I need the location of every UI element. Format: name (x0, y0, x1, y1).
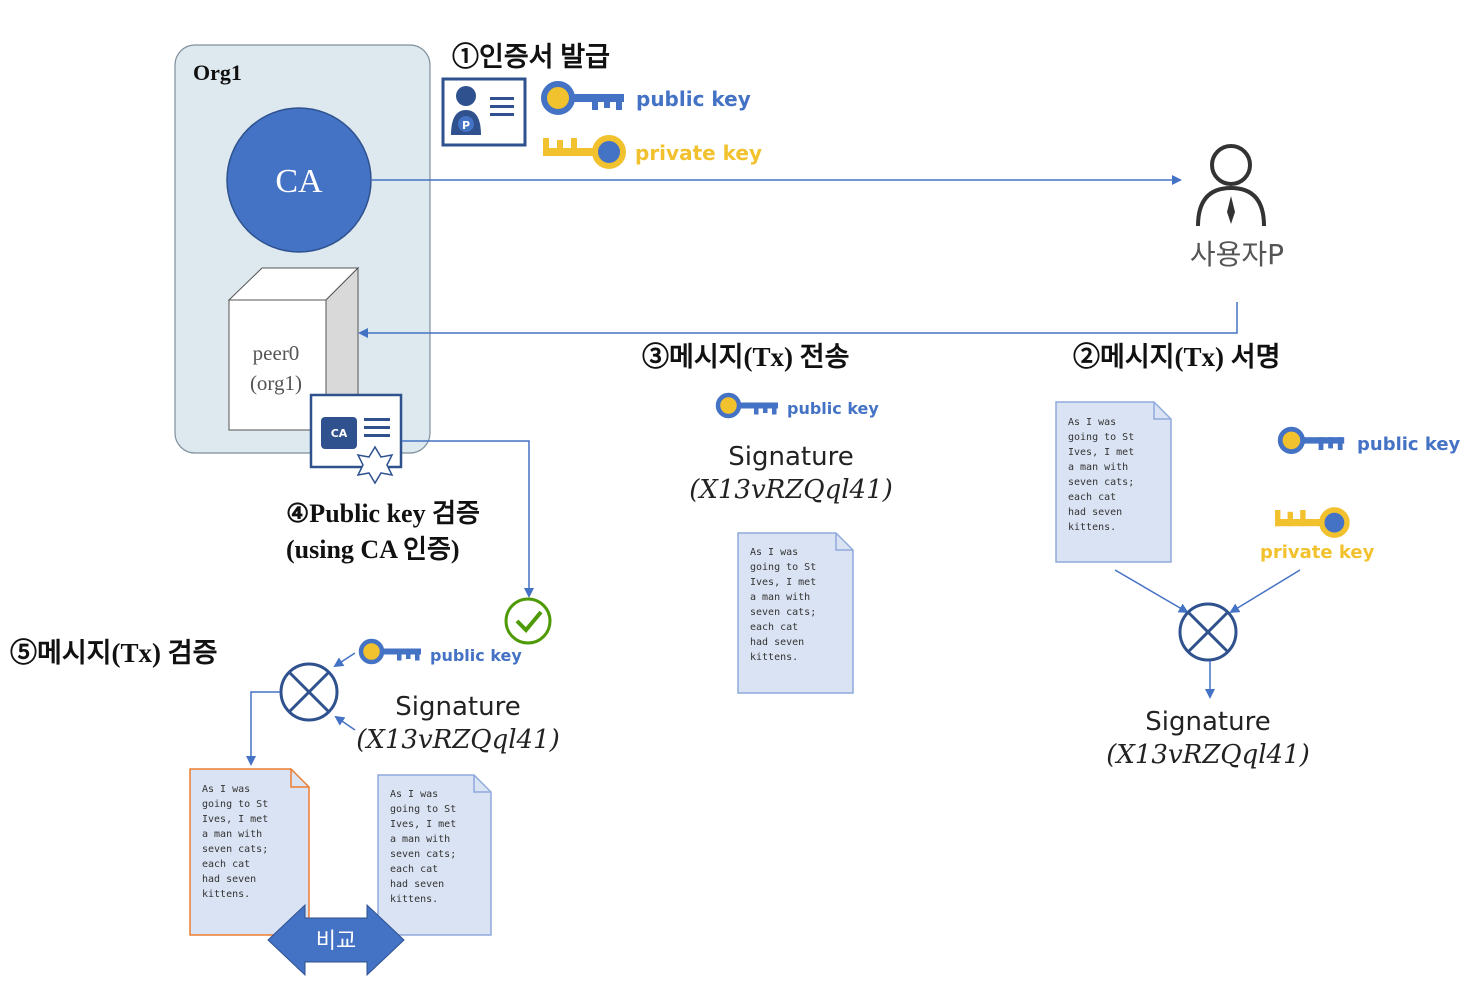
step4-title-line2: (using CA 인증) (286, 535, 460, 564)
step5-document-orange (189, 768, 310, 936)
svg-text:seven cats;: seven cats; (202, 844, 268, 855)
svg-text:a man with: a man with (750, 592, 810, 603)
svg-text:had seven: had seven (750, 637, 804, 648)
svg-text:seven cats;: seven cats; (1068, 477, 1134, 488)
svg-text:had seven: had seven (390, 879, 444, 890)
user-icon (1196, 144, 1266, 227)
svg-text:As I was: As I was (1068, 417, 1116, 428)
public-key-icon-step5 (361, 641, 421, 662)
step2-document-text: As I was going to St Ives, I met a man w… (1068, 417, 1134, 533)
step2-doc-arrow (1114, 569, 1189, 614)
step1-title: ①인증서 발급 (452, 41, 610, 72)
step2-private-key-label: private key (1260, 542, 1375, 563)
id-card-icon: P (441, 77, 527, 147)
svg-text:going to St: going to St (750, 562, 816, 573)
svg-text:going to St: going to St (1068, 432, 1134, 443)
svg-text:kittens.: kittens. (1068, 522, 1116, 533)
ca-node (226, 107, 372, 253)
double-arrow-icon (267, 903, 405, 977)
public-key-icon-step2 (1280, 429, 1344, 451)
step5-key-arrow (333, 652, 356, 668)
svg-text:had seven: had seven (1068, 507, 1122, 518)
svg-text:each cat: each cat (1068, 492, 1116, 503)
svg-text:Ives, I met: Ives, I met (1068, 447, 1134, 458)
step5-public-key-label: public key (430, 646, 522, 665)
step2-public-key-label: public key (1357, 434, 1461, 455)
step5-document-orange-text: As I was going to St Ives, I met a man w… (202, 784, 268, 900)
step3-document-text: As I was going to St Ives, I met a man w… (750, 547, 816, 663)
step5-document-blue-text: As I was going to St Ives, I met a man w… (390, 789, 456, 905)
step2-title: ②메시지(Tx) 서명 (1073, 341, 1280, 372)
step3-signature-label: Signature (728, 442, 853, 472)
svg-text:Ives, I met: Ives, I met (750, 577, 816, 588)
public-key-icon-step3 (718, 395, 778, 416)
svg-text:going to St: going to St (390, 804, 456, 815)
peer0-label-line1: peer0 (253, 341, 300, 365)
svg-text:each cat: each cat (750, 622, 798, 633)
step5-signature-value: (X13vRZQql41) (356, 725, 560, 755)
private-key-icon-step1 (543, 138, 623, 166)
ca-label: CA (275, 163, 323, 200)
step3-public-key-label: public key (787, 399, 879, 418)
svg-text:As I was: As I was (390, 789, 438, 800)
step5-title: ⑤메시지(Tx) 검증 (10, 637, 217, 668)
svg-text:As I was: As I was (202, 784, 250, 795)
svg-text:a man with: a man with (390, 834, 450, 845)
cert-badge-label: CA (331, 427, 348, 440)
step5-document-blue (377, 774, 492, 936)
cert-icon (309, 393, 403, 485)
svg-text:had seven: had seven (202, 874, 256, 885)
svg-text:kittens.: kittens. (202, 889, 250, 900)
svg-text:Ives, I met: Ives, I met (202, 814, 268, 825)
step2-signature-value: (X13vRZQql41) (1106, 740, 1310, 770)
step3-signature-value: (X13vRZQql41) (689, 475, 893, 505)
step1-private-key-label: private key (635, 141, 762, 165)
compare-label: 비교 (316, 929, 356, 954)
svg-text:a man with: a man with (1068, 462, 1128, 473)
svg-text:a man with: a man with (202, 829, 262, 840)
peer0-node (227, 266, 360, 432)
svg-text:each cat: each cat (390, 864, 438, 875)
svg-text:kittens.: kittens. (750, 652, 798, 663)
svg-text:each cat: each cat (202, 859, 250, 870)
step3-title: ③메시지(Tx) 전송 (642, 341, 849, 372)
svg-text:going to St: going to St (202, 799, 268, 810)
step1-public-key-label: public key (636, 87, 751, 111)
step5-sig-arrow (334, 715, 356, 731)
verify-arrow (402, 440, 534, 598)
xor-icon-step2 (1178, 602, 1238, 662)
step5-signature-label: Signature (395, 692, 520, 722)
svg-text:kittens.: kittens. (390, 894, 438, 905)
peer0-label-line2: (org1) (250, 371, 302, 395)
send-arrow (358, 302, 1238, 338)
xor-icon-step5 (279, 662, 339, 722)
check-icon (504, 597, 552, 645)
step2-signature-label: Signature (1145, 707, 1270, 737)
public-key-icon-step1 (544, 84, 624, 112)
step5-decrypt-arrow (246, 691, 280, 766)
svg-text:As I was: As I was (750, 547, 798, 558)
svg-text:P: P (462, 119, 470, 132)
org1-label: Org1 (193, 60, 242, 85)
svg-text:seven cats;: seven cats; (750, 607, 816, 618)
step4-title-line1: ④Public key 검증 (286, 499, 480, 528)
svg-text:Ives, I met: Ives, I met (390, 819, 456, 830)
user-label: 사용자P (1190, 238, 1284, 271)
private-key-icon-step2 (1275, 510, 1347, 535)
step2-key-arrow (1229, 569, 1301, 614)
svg-text:seven cats;: seven cats; (390, 849, 456, 860)
